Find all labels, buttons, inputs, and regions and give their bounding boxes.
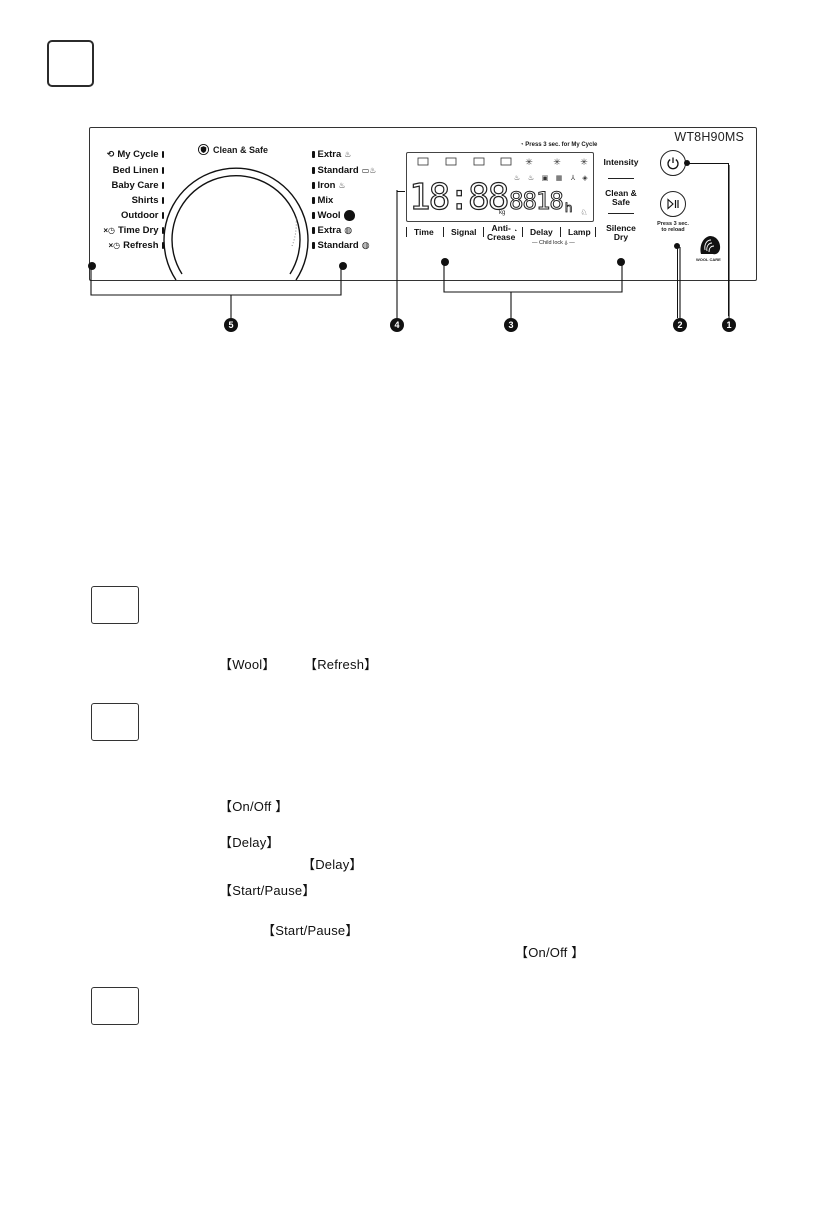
callout-3: 3 [504, 318, 518, 332]
svg-text:▣: ▣ [542, 175, 549, 182]
program-selector-knob[interactable] [150, 154, 320, 284]
page-number-box [47, 40, 94, 87]
note-box-1 [91, 586, 139, 624]
power-pointer-line [688, 163, 728, 164]
delay-reference-2: 【Delay】 [302, 857, 363, 872]
press-note: ◔ Press 3 sec. for My Cycle [520, 142, 598, 148]
wool-reference: 【Wool】 [219, 657, 276, 672]
svg-text:✳: ✳ [553, 157, 561, 167]
start-pause-pointer [677, 248, 678, 318]
svg-text:⅄: ⅄ [571, 174, 576, 182]
program-cotton-extra[interactable]: Extra ♨ [312, 149, 351, 160]
play-pause-icon [667, 198, 679, 210]
display-pointer-line [397, 191, 405, 192]
big-digits: 18:88 [408, 177, 510, 218]
anti-crease-icon: ◔ [513, 228, 518, 235]
svg-text:♨: ♨ [514, 174, 520, 182]
delay-button[interactable]: Delay [530, 227, 553, 237]
program-refresh[interactable]: ×◷ Refresh [108, 240, 164, 251]
clean-safe-button[interactable]: Clean & Safe [605, 188, 637, 207]
start-pause-reference: 【Start/Pause】 [219, 883, 316, 898]
shield-icon [198, 144, 209, 155]
synthetic-icon: ◍ [361, 240, 370, 250]
program-mix[interactable]: Mix [312, 195, 333, 206]
child-lock-label: — Child lock ⍙ — [532, 240, 575, 246]
lcd-display: ✳ ✳ ✳ ♨ ♨ ▣ ▦ ⅄ ◈ ♘ 18:88 kg 8818 h [406, 152, 594, 222]
delay-reference: 【Delay】 [219, 835, 280, 850]
iron-icon: ♨ [338, 181, 346, 190]
svg-text:✳: ✳ [525, 157, 533, 167]
status-icons: ✳ ✳ ✳ ♨ ♨ ▣ ▦ ⅄ ◈ ♘ [417, 157, 588, 217]
note-box-2 [91, 703, 139, 741]
wool-care-label: WOOL CARE [696, 257, 721, 262]
svg-text:▦: ▦ [556, 175, 563, 182]
left-callout-dot [88, 262, 96, 270]
kg-unit: kg [499, 210, 506, 216]
right-callout-dot [339, 262, 347, 270]
time-dry-icon: ×◷ [103, 226, 116, 235]
callout-2: 2 [673, 318, 687, 332]
program-outdoor[interactable]: Outdoor [121, 210, 164, 221]
my-cycle-icon: ⟲ [106, 149, 115, 159]
svg-text:◈: ◈ [582, 175, 588, 182]
control-panel: WT8H90MS ⟲ My Cycle Bed Linen Baby Care … [88, 127, 757, 318]
note-box-3 [91, 987, 139, 1025]
on-off-reference-2: 【On/Off 】 [515, 945, 585, 960]
power-icon [667, 157, 679, 170]
start-pause-dot [674, 243, 680, 249]
callout-5: 5 [224, 318, 238, 332]
signal-button[interactable]: Signal [451, 227, 477, 237]
wool-icon [343, 210, 355, 221]
lamp-button[interactable]: Lamp [568, 227, 591, 237]
buttons-right-dot [617, 258, 625, 266]
callout-1: 1 [722, 318, 736, 332]
program-bed-linen[interactable]: Bed Linen [113, 165, 164, 176]
program-time-dry[interactable]: ×◷ Time Dry [103, 225, 164, 236]
svg-text:♘: ♘ [580, 208, 587, 217]
program-iron[interactable]: Iron ♨ [312, 180, 346, 191]
callout-4: 4 [390, 318, 404, 332]
buttons-left-dot [441, 258, 449, 266]
synthetic-icon: ◍ [344, 225, 353, 235]
refresh-reference: 【Refresh】 [304, 657, 378, 672]
model-number: WT8H90MS [674, 130, 744, 144]
hand-icon: ◔ [520, 142, 524, 148]
small-digits: 8818 [509, 187, 565, 215]
svg-text:✳: ✳ [580, 157, 588, 167]
program-my-cycle[interactable]: ⟲ My Cycle [107, 149, 164, 160]
time-button[interactable]: Time [414, 227, 434, 237]
hours-unit: h [565, 200, 573, 216]
start-pause-note: Press 3 sec. to reload [657, 221, 689, 233]
wool-care-logo [700, 236, 721, 255]
program-synthetic-extra[interactable]: Extra ◍ [312, 225, 352, 236]
start-pause-button[interactable] [660, 191, 686, 217]
program-shirts[interactable]: Shirts [132, 195, 164, 206]
svg-text:♨: ♨ [528, 174, 534, 182]
on-off-reference: 【On/Off 】 [219, 799, 289, 814]
program-wool[interactable]: Wool [312, 210, 355, 221]
wash-icon: ♨ [344, 150, 352, 159]
program-baby-care[interactable]: Baby Care [112, 180, 164, 191]
start-pause-reference-2: 【Start/Pause】 [262, 923, 359, 938]
program-cotton-standard[interactable]: Standard ▭♨ [312, 165, 376, 176]
program-synthetic-standard[interactable]: Standard ◍ [312, 240, 370, 251]
silence-dry-button[interactable]: Silence Dry [606, 223, 636, 242]
intensity-button[interactable]: Intensity [603, 157, 639, 167]
power-dot [684, 160, 690, 166]
cupboard-icon: ▭♨ [361, 166, 377, 175]
power-button[interactable] [660, 150, 686, 176]
anti-crease-button[interactable]: Anti- Crease [487, 223, 516, 242]
callout-lines [90, 165, 730, 318]
refresh-icon: ×◷ [108, 241, 121, 250]
knob-title: Clean & Safe [198, 144, 268, 155]
